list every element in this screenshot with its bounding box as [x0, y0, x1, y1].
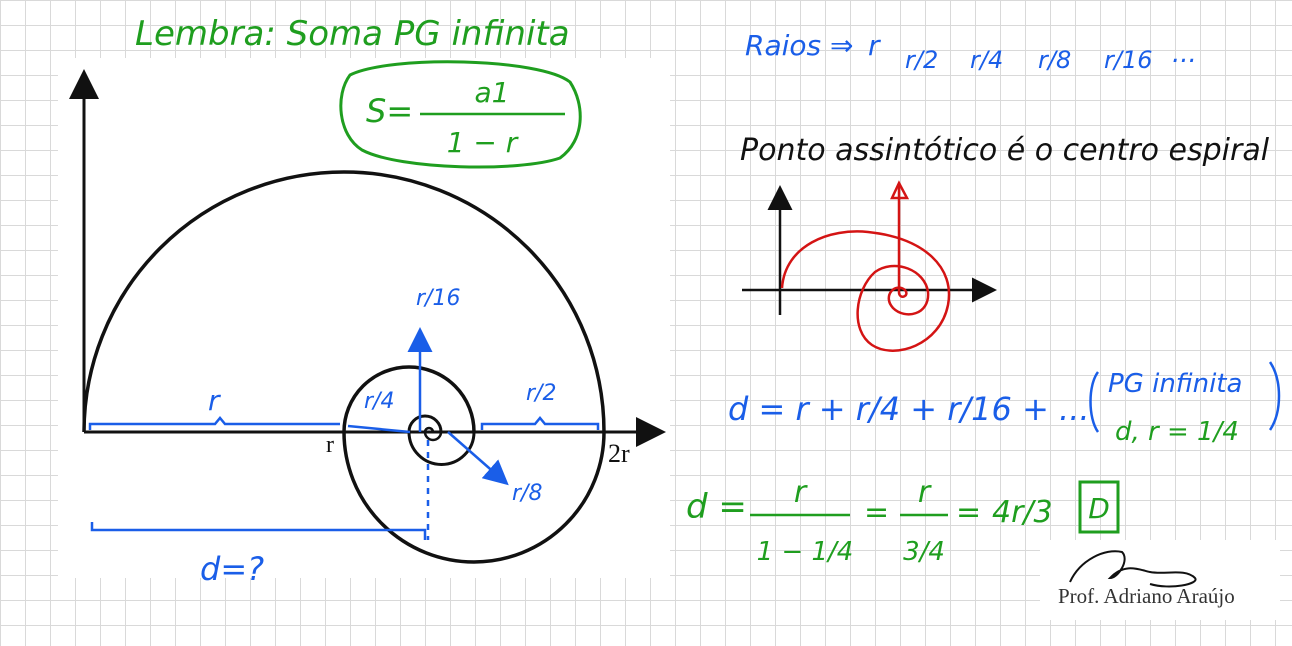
brace-r4	[347, 424, 411, 434]
label-r16: r/16	[416, 286, 460, 311]
sketch-spiral	[780, 185, 951, 352]
result-eq-2: =	[956, 495, 981, 530]
spiral-arc-r8	[407, 431, 476, 466]
label-r2: r/2	[526, 381, 556, 406]
radii-term-2: r/2	[905, 46, 938, 74]
sum-note-2: d, r = 1/4	[1115, 417, 1239, 447]
result-frac2-num: r	[918, 475, 932, 510]
main-figure-panel	[58, 58, 670, 578]
blue-annotations	[88, 327, 600, 540]
main-figure: r 2r	[69, 69, 666, 564]
sum-note-paren-right	[1268, 361, 1281, 431]
result-frac1-num: r	[794, 475, 808, 510]
small-sketch	[742, 180, 997, 352]
radii-term-4: r/8	[1038, 46, 1071, 74]
result-frac2-den: 3/4	[903, 537, 945, 567]
label-r-top: r	[208, 384, 221, 417]
label-2r-axis: 2r	[608, 439, 630, 468]
result-d: d =	[686, 487, 747, 527]
asymptotic-note: Ponto assintótico é o centro espiral	[740, 133, 1270, 168]
sum-note-paren-left	[1089, 371, 1100, 433]
label-r4: r/4	[364, 389, 394, 414]
result-value: 4r/3	[992, 495, 1053, 530]
answer-letter: D	[1088, 492, 1110, 525]
signature-scribble	[1069, 550, 1197, 588]
formula-numerator: a1	[475, 76, 510, 109]
spiral-arc-r	[82, 170, 606, 433]
spiral-arc-small	[423, 426, 443, 442]
reminder-title: Lembra: Soma PG infinita	[135, 14, 570, 54]
label-r8: r/8	[512, 481, 542, 506]
formula-bubble	[339, 60, 582, 169]
brace-r	[88, 416, 340, 430]
spiral-arc-r2	[342, 431, 606, 564]
sum-note-1: PG infinita	[1108, 369, 1242, 399]
spiral-arc-r16	[407, 414, 443, 433]
brace-r2	[480, 416, 600, 430]
formula-denominator: 1 − r	[447, 126, 519, 159]
answer-box	[1078, 480, 1120, 534]
formula-lhs: S=	[366, 92, 413, 130]
sketch-spiral-arrow	[890, 180, 910, 200]
spiral-arc-r4	[342, 365, 476, 433]
signature-panel	[1040, 540, 1280, 620]
result-eq-1: =	[864, 495, 889, 530]
label-d: d=?	[200, 550, 264, 588]
brace-d	[90, 522, 427, 540]
radii-term-1: r	[868, 29, 881, 62]
result-frac1-den: 1 − 1/4	[757, 537, 854, 567]
radii-label: Raios ⇒	[745, 29, 853, 62]
radii-ellipsis: ...	[1172, 39, 1197, 69]
arrow-r8	[447, 431, 509, 486]
label-r-axis: r	[326, 432, 334, 458]
radii-term-5: r/16	[1104, 46, 1153, 74]
radii-term-3: r/4	[970, 46, 1003, 74]
sum-equation: d = r + r/4 + r/16 + ...	[728, 390, 1090, 428]
author-name: Prof. Adriano Araújo	[1058, 584, 1235, 608]
